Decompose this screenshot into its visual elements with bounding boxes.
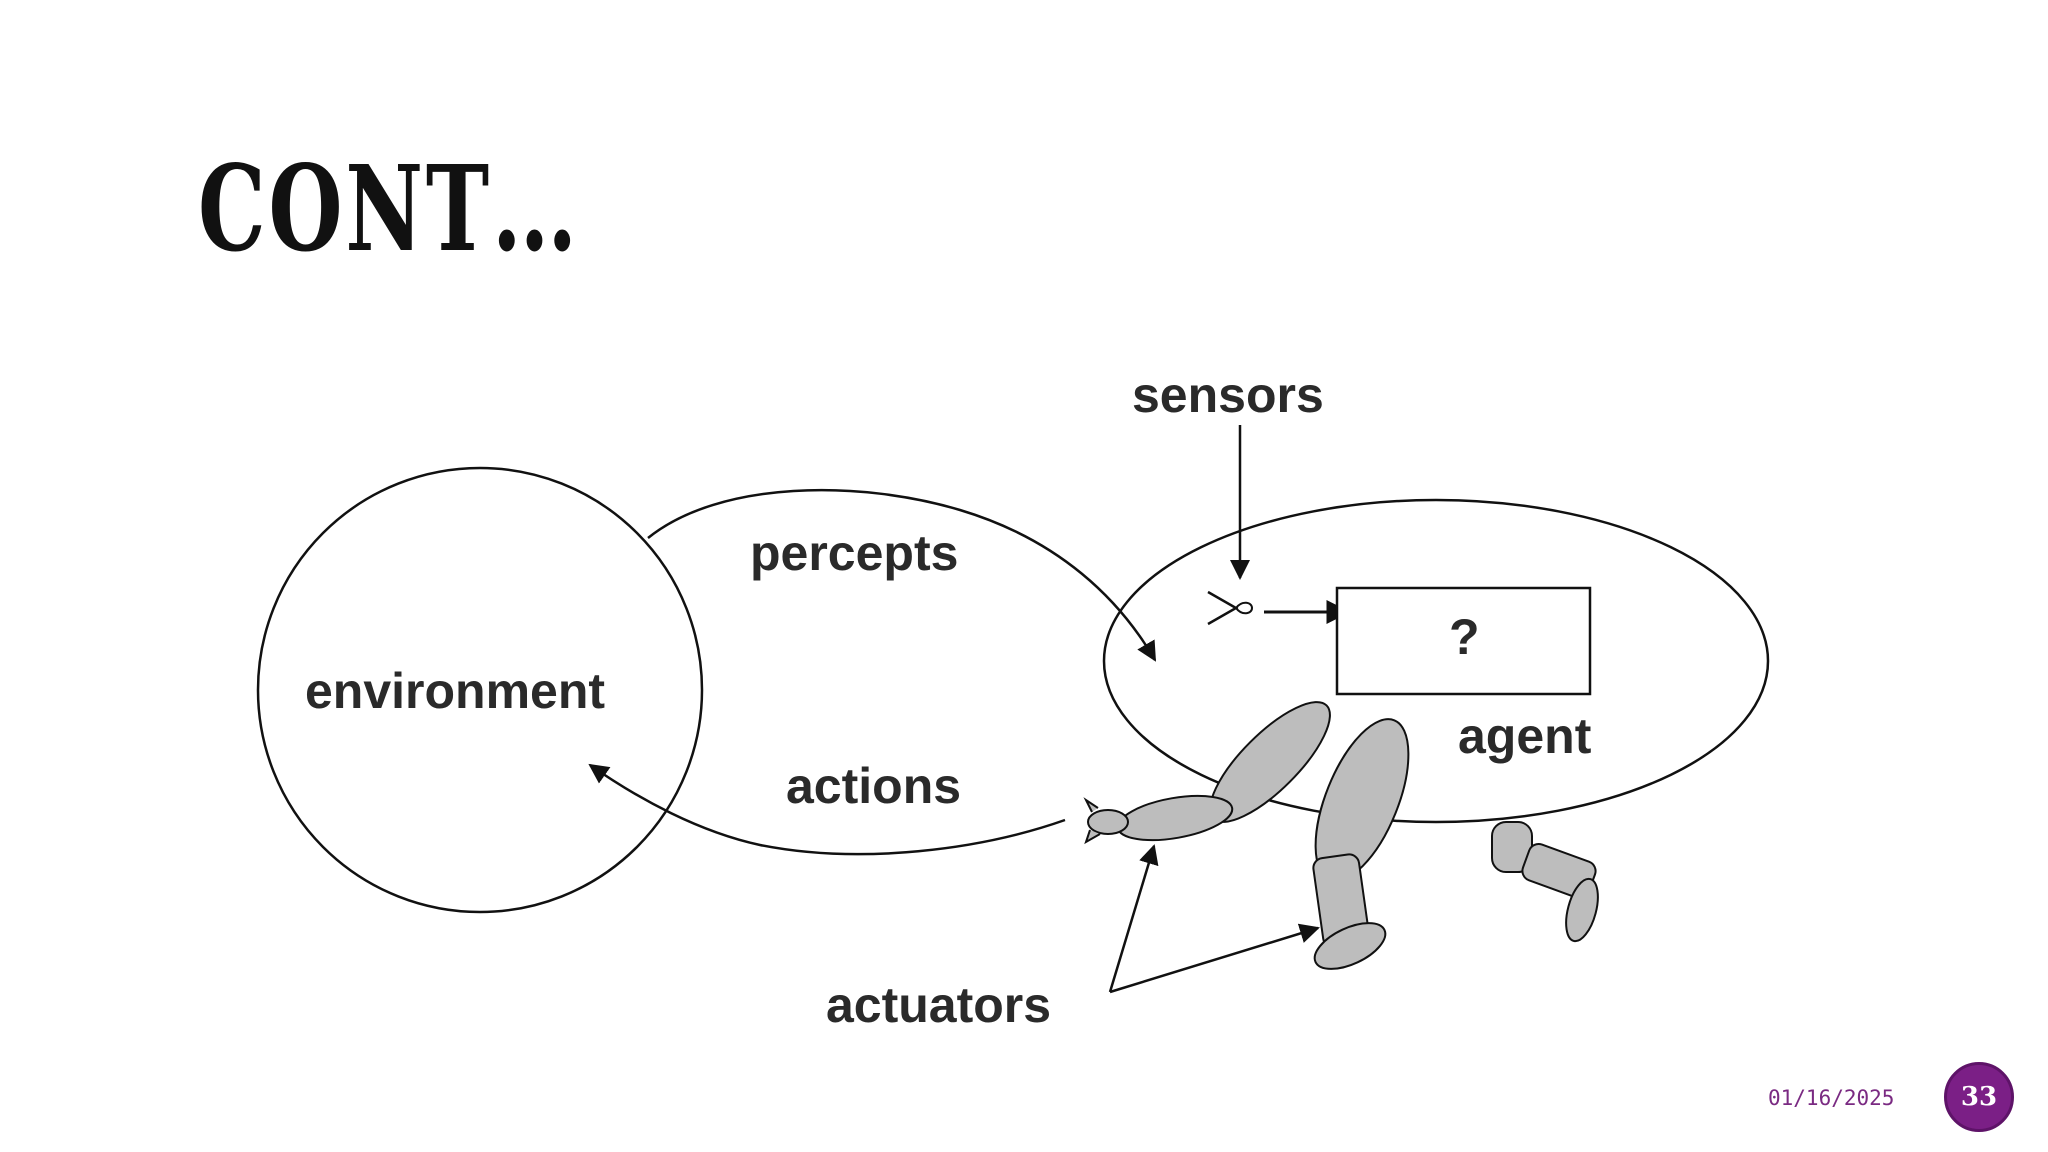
- agent-ellipse: [1102, 498, 1770, 824]
- environment-circle: [256, 466, 704, 914]
- leg-back-foot: [1565, 877, 1599, 943]
- hand-icon: [1083, 797, 1129, 845]
- page-number-badge: 33: [1944, 1062, 2014, 1132]
- slide-title: CONT…: [198, 139, 580, 278]
- decision-box-label: ?: [1449, 609, 1480, 665]
- arm-lower: [1116, 794, 1234, 842]
- actuators-arrow-hand: [1108, 844, 1159, 993]
- actuators-arrow-foot: [1109, 923, 1320, 994]
- page-number: 33: [1960, 1082, 1998, 1112]
- percepts-arc: [647, 488, 1157, 662]
- decision-box: [1335, 586, 1592, 696]
- actuators-label: actuators: [826, 977, 1051, 1033]
- slide-date: 01/16/2025: [1768, 1086, 1895, 1110]
- agent-label: agent: [1458, 708, 1592, 764]
- leg-front-foot: [1313, 922, 1387, 970]
- eye-icon: [1207, 590, 1254, 626]
- sensors-label: sensors: [1132, 367, 1324, 423]
- environment-label: environment: [305, 663, 605, 719]
- percepts-label: percepts: [750, 525, 958, 581]
- actions-label: actions: [786, 758, 961, 814]
- actions-arc: [588, 763, 1066, 856]
